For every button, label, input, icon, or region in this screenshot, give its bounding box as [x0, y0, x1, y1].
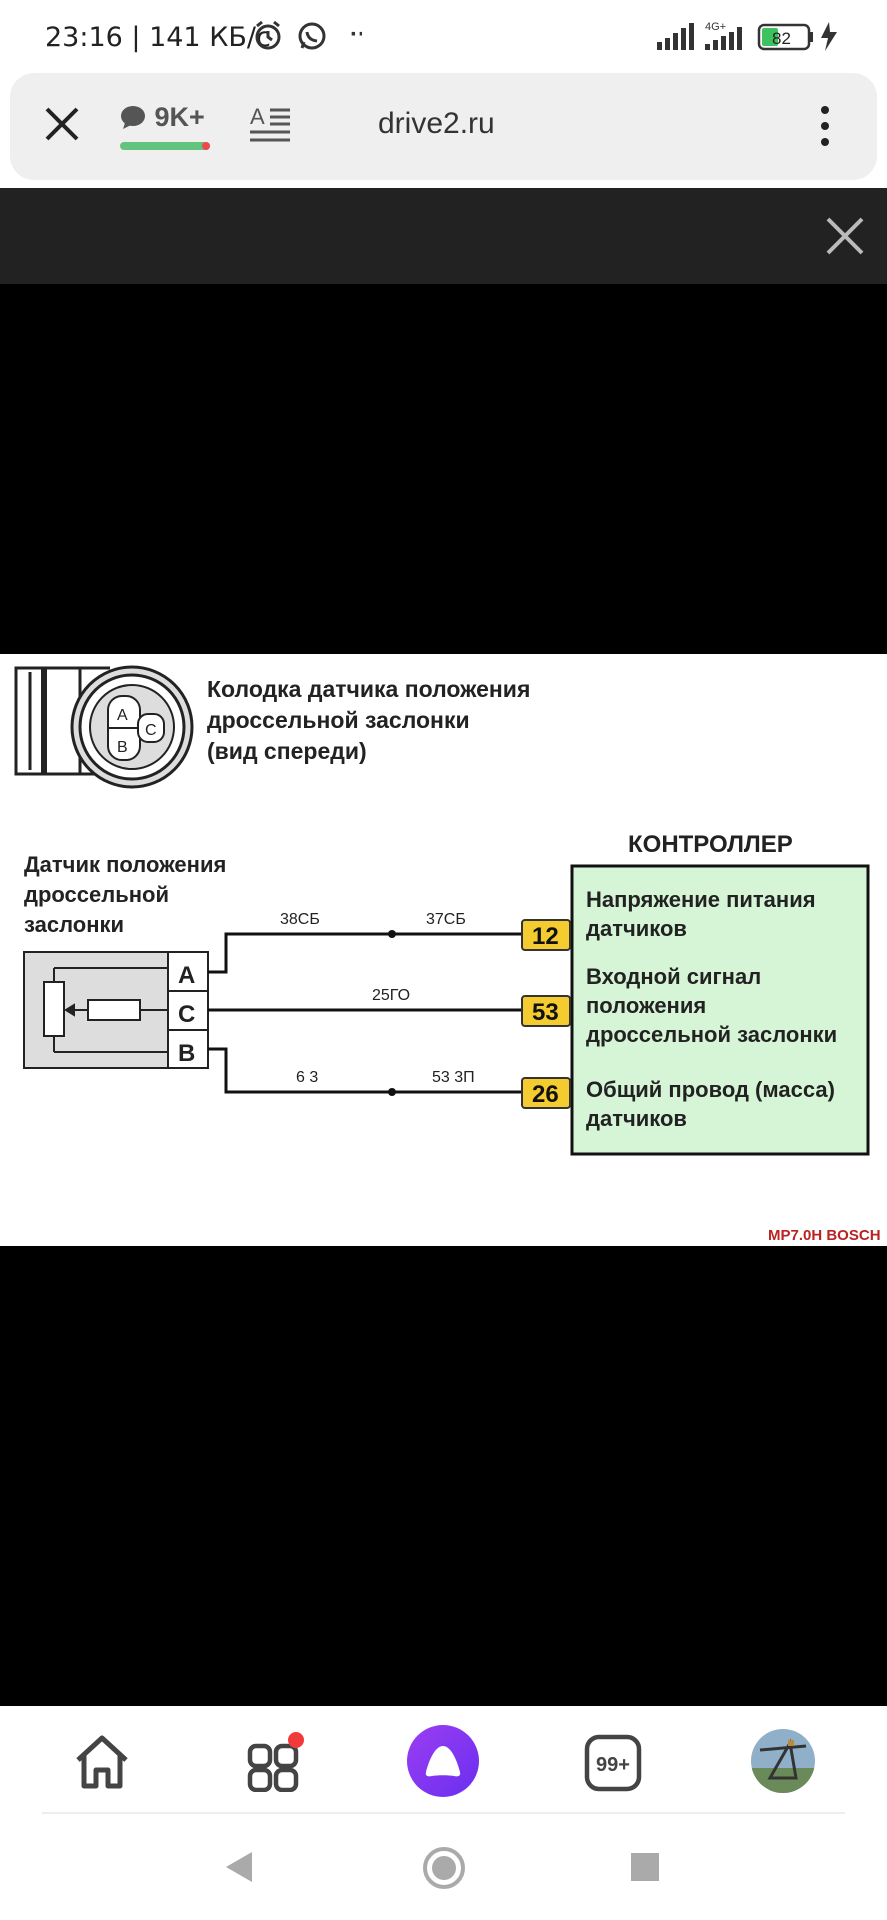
comment-icon	[121, 106, 145, 129]
home-icon[interactable]	[72, 1732, 132, 1797]
pin12-desc-2: датчиков	[586, 916, 687, 941]
connector-pin-a: A	[117, 707, 128, 724]
wire-label-63: 6 3	[296, 1069, 318, 1086]
comments-progress	[120, 142, 210, 150]
pin53-desc-3: дроссельной заслонки	[586, 1022, 837, 1047]
connector-title-3: (вид спереди)	[207, 738, 367, 764]
status-more: ··	[350, 21, 362, 48]
status-icons-right: 4G+ 82	[657, 18, 867, 59]
connector-pin-b: B	[117, 739, 128, 756]
wire-label-38sb: 38СБ	[280, 911, 320, 928]
wire-label-53zp: 53 3П	[432, 1069, 475, 1086]
sensor-block	[23, 951, 209, 1069]
signal-2-icon	[705, 27, 742, 50]
wires	[208, 932, 522, 1094]
pin26-desc-1: Общий провод (масса)	[586, 1077, 835, 1102]
home-button-icon[interactable]	[422, 1846, 466, 1895]
browser-toolbar	[0, 70, 887, 188]
wire-label-37sb: 37СБ	[426, 911, 466, 928]
sensor-pin-b: B	[178, 1040, 195, 1067]
svg-text:A: A	[250, 104, 265, 129]
wire-label-25go: 25ГО	[372, 987, 410, 1004]
pin53-desc-1: Входной сигнал	[586, 964, 761, 989]
sensor-label-2: дроссельной	[24, 882, 169, 907]
controller-box	[570, 864, 870, 1156]
tabs-count: 99+	[596, 1754, 630, 1776]
watermark: MP7.0H BOSCH	[768, 1227, 881, 1244]
close-icon[interactable]	[42, 104, 82, 144]
sensor-label-1: Датчик положения	[24, 852, 226, 877]
controller-pin-53: 53	[532, 999, 559, 1026]
battery-level: 82	[772, 29, 791, 48]
alice-assistant-button[interactable]	[406, 1724, 480, 1803]
status-icons-left: ··	[252, 20, 366, 57]
whatsapp-icon	[298, 22, 326, 50]
pin12-desc-1: Напряжение питания	[586, 887, 816, 912]
controller-title: КОНТРОЛЛЕР	[628, 831, 793, 858]
alarm-icon	[255, 20, 281, 50]
sensor-pin-a: A	[178, 962, 195, 989]
connector-title-1: Колодка датчика положения	[207, 676, 530, 702]
controller-pin-26: 26	[532, 1081, 559, 1108]
connector-title-2: дроссельной заслонки	[207, 707, 470, 733]
network-type: 4G+	[705, 21, 726, 33]
tabs-button[interactable]: 99+	[584, 1734, 642, 1797]
url-field[interactable]: drive2.ru	[378, 107, 495, 140]
close-viewer-icon[interactable]	[825, 216, 865, 261]
pin26-desc-2: датчиков	[586, 1106, 687, 1131]
pin53-desc-2: положения	[586, 993, 706, 1018]
services-grid-icon[interactable]	[246, 1732, 306, 1797]
profile-avatar[interactable]	[750, 1728, 816, 1799]
connector-drawing: A B C	[14, 665, 194, 789]
sensor-pin-c: C	[178, 1001, 195, 1028]
image-viewer-header	[0, 188, 887, 284]
connector-pin-c: C	[145, 722, 157, 739]
nav-divider	[42, 1812, 845, 1814]
controller-pin-12: 12	[532, 923, 559, 950]
wiring-diagram-image[interactable]: A B C Колодка датчика положения дроссель…	[0, 654, 887, 1246]
sensor-label-3: заслонки	[24, 912, 124, 937]
status-time: 23:16 | 141 КБ/с	[45, 22, 271, 53]
charging-icon	[821, 22, 837, 51]
signal-icon	[657, 23, 694, 50]
recents-icon[interactable]	[630, 1852, 660, 1887]
toolbar-background	[10, 73, 877, 180]
comments-button[interactable]: 9K+	[120, 102, 210, 150]
bottom-navigation: 99+	[0, 1706, 887, 1814]
comments-count: 9K+	[154, 102, 205, 132]
status-bar: 23:16 | 141 КБ/с ·· 4G+	[0, 0, 887, 70]
overflow-menu-icon[interactable]	[810, 104, 840, 153]
system-navigation	[0, 1814, 887, 1920]
back-icon[interactable]	[224, 1850, 254, 1889]
battery-icon: 82	[757, 23, 813, 51]
reader-mode-icon[interactable]: A	[250, 104, 292, 149]
controller-pins	[521, 919, 571, 1109]
